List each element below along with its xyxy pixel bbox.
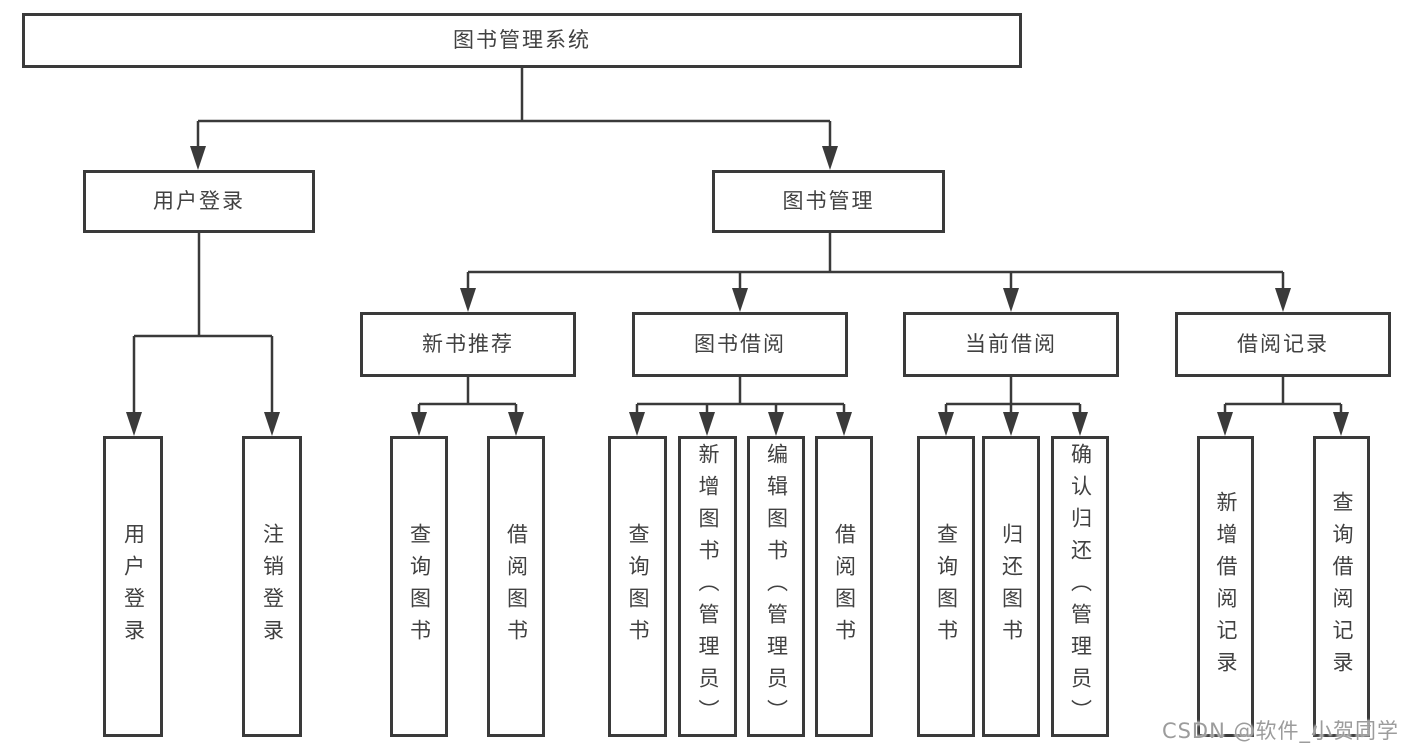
arrowhead-icon (836, 412, 852, 436)
node-borrow-records: 借阅记录 (1175, 312, 1391, 377)
node-user-login: 用户登录 (83, 170, 315, 233)
leaf-edit-books-admin: 编辑图书（管理员） (747, 436, 805, 737)
leaf-query-books-borrowing: 查询图书 (608, 436, 667, 737)
arrowhead-icon (1275, 288, 1291, 312)
node-book-management: 图书管理 (712, 170, 945, 233)
leaf-query-books-current: 查询图书 (917, 436, 975, 737)
node-current-borrowing: 当前借阅 (903, 312, 1119, 377)
leaf-user-login: 用户登录 (103, 436, 163, 737)
leaf-borrow-books-borrowing: 借阅图书 (815, 436, 873, 737)
arrowhead-icon (699, 412, 715, 436)
leaf-logout: 注销登录 (242, 436, 302, 737)
leaf-confirm-return-admin: 确认归还（管理员） (1051, 436, 1109, 737)
arrowhead-icon (126, 412, 142, 436)
leaf-return-books: 归还图书 (982, 436, 1040, 737)
arrowhead-icon (508, 412, 524, 436)
arrowhead-icon (1333, 412, 1349, 436)
arrowhead-icon (938, 412, 954, 436)
arrowhead-icon (460, 288, 476, 312)
leaf-query-borrow-record: 查询借阅记录 (1313, 436, 1370, 737)
arrowhead-icon (190, 146, 206, 170)
arrowhead-icon (629, 412, 645, 436)
arrowhead-icon (822, 146, 838, 170)
watermark: CSDN @软件_小贺同学 (1161, 719, 1399, 743)
leaf-query-books-recommend: 查询图书 (390, 436, 448, 737)
arrowhead-icon (1072, 412, 1088, 436)
node-new-book-recommend: 新书推荐 (360, 312, 576, 377)
arrowhead-icon (411, 412, 427, 436)
arrowhead-icon (1217, 412, 1233, 436)
arrowhead-icon (1003, 288, 1019, 312)
leaf-add-borrow-record: 新增借阅记录 (1197, 436, 1254, 737)
arrowhead-icon (1003, 412, 1019, 436)
leaf-add-books-admin: 新增图书（管理员） (678, 436, 737, 737)
node-root: 图书管理系统 (22, 13, 1022, 68)
node-book-borrowing: 图书借阅 (632, 312, 848, 377)
arrowhead-icon (732, 288, 748, 312)
arrowhead-icon (264, 412, 280, 436)
leaf-borrow-books-recommend: 借阅图书 (487, 436, 545, 737)
arrowhead-icon (768, 412, 784, 436)
